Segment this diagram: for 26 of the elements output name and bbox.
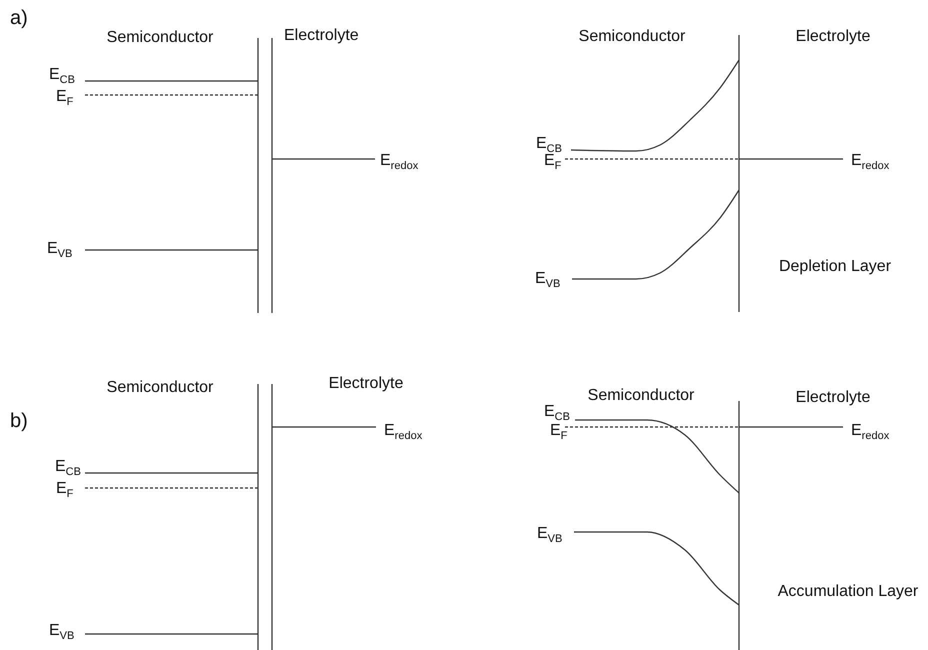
region-label: Electrolyte (328, 375, 404, 393)
region-label: Semiconductor (578, 28, 686, 46)
region-label: Semiconductor (588, 387, 694, 405)
region-label: Semiconductor (106, 29, 214, 47)
region-label: Electrolyte (796, 28, 870, 46)
level-label: E$_{redox}$ (851, 422, 890, 442)
level-label: E$_{redox}$ (851, 152, 890, 172)
level-label: E$_{F}$ (550, 422, 568, 442)
level-label: E$_{CB}$ (55, 458, 81, 478)
region-label: Electrolyte (796, 389, 870, 407)
level-label: E$_{VB}$ (47, 240, 72, 260)
level-label: E$_{CB}$ (544, 402, 570, 424)
panel-label: a) (10, 7, 28, 29)
layer-label: Accumulation Layer (778, 583, 918, 601)
level-label: E$_{VB}$ (49, 622, 74, 642)
level-label: E$_{CB}$ (49, 66, 75, 86)
panel-label: b) (10, 410, 28, 432)
level-label: E$_{VB}$ (535, 270, 560, 290)
level-label: E$_{VB}$ (537, 524, 562, 546)
layer-label: Depletion Layer (778, 258, 892, 276)
level-label: E$_{redox}$ (380, 152, 418, 172)
level-label: E$_{F}$ (56, 480, 74, 500)
level-label: E$_{redox}$ (384, 422, 422, 442)
region-label: Electrolyte (284, 27, 359, 45)
level-label: E$_{F}$ (56, 88, 74, 108)
region-label: Semiconductor (106, 379, 214, 397)
